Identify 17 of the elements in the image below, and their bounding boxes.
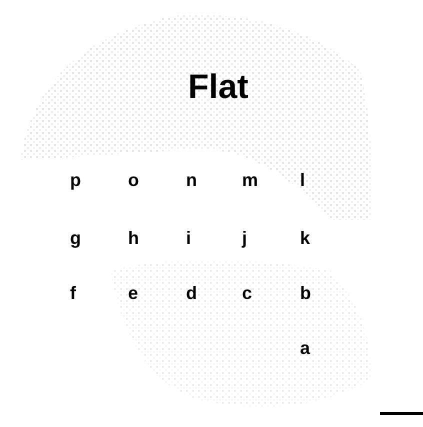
- figure-title: Flat: [188, 68, 248, 107]
- region-letter: p: [70, 170, 81, 191]
- region-letter: d: [186, 283, 197, 304]
- region-letter: a: [300, 338, 310, 359]
- region-letter: l: [300, 170, 306, 191]
- region-letter: o: [128, 170, 139, 191]
- region-letter: f: [70, 283, 76, 304]
- region-letter: c: [242, 283, 252, 304]
- region-letter: n: [186, 170, 197, 191]
- region-letter: i: [186, 228, 192, 249]
- region-letter: g: [70, 228, 81, 249]
- region-letter: b: [300, 283, 311, 304]
- region-letter: k: [300, 228, 310, 249]
- region-letter: j: [242, 228, 248, 249]
- region-letter: h: [128, 228, 139, 249]
- region-letter: e: [128, 283, 138, 304]
- region-letter: m: [242, 170, 258, 191]
